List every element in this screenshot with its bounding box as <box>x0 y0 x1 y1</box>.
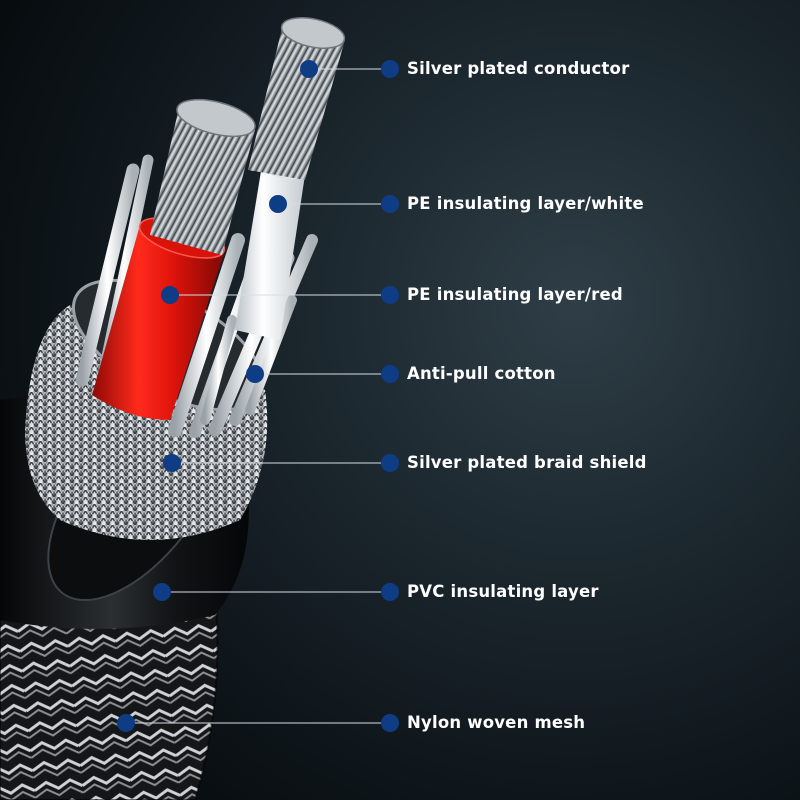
label-dot-pe-insulating-layer-red <box>381 286 399 304</box>
label-silver-plated-conductor: Silver plated conductor <box>407 59 630 78</box>
label-silver-plated-braid-shield: Silver plated braid shield <box>407 453 647 472</box>
marker-dot-silver-plated-braid-shield <box>163 454 181 472</box>
marker-dot-pe-insulating-layer-white <box>269 195 287 213</box>
marker-dot-pvc-insulating-layer <box>153 583 171 601</box>
marker-dot-anti-pull-cotton <box>246 365 264 383</box>
marker-dot-silver-plated-conductor <box>300 60 318 78</box>
label-dot-silver-plated-braid-shield <box>381 454 399 472</box>
label-pe-insulating-layer-white: PE insulating layer/white <box>407 194 644 213</box>
marker-dot-pe-insulating-layer-red <box>161 286 179 304</box>
label-dot-pe-insulating-layer-white <box>381 195 399 213</box>
label-pe-insulating-layer-red: PE insulating layer/red <box>407 285 623 304</box>
label-dot-nylon-woven-mesh <box>381 714 399 732</box>
label-dot-pvc-insulating-layer <box>381 583 399 601</box>
label-anti-pull-cotton: Anti-pull cotton <box>407 364 556 383</box>
marker-dot-nylon-woven-mesh <box>117 714 135 732</box>
label-nylon-woven-mesh: Nylon woven mesh <box>407 713 586 732</box>
label-pvc-insulating-layer: PVC insulating layer <box>407 582 599 601</box>
label-dot-anti-pull-cotton <box>381 365 399 383</box>
label-dot-silver-plated-conductor <box>381 60 399 78</box>
